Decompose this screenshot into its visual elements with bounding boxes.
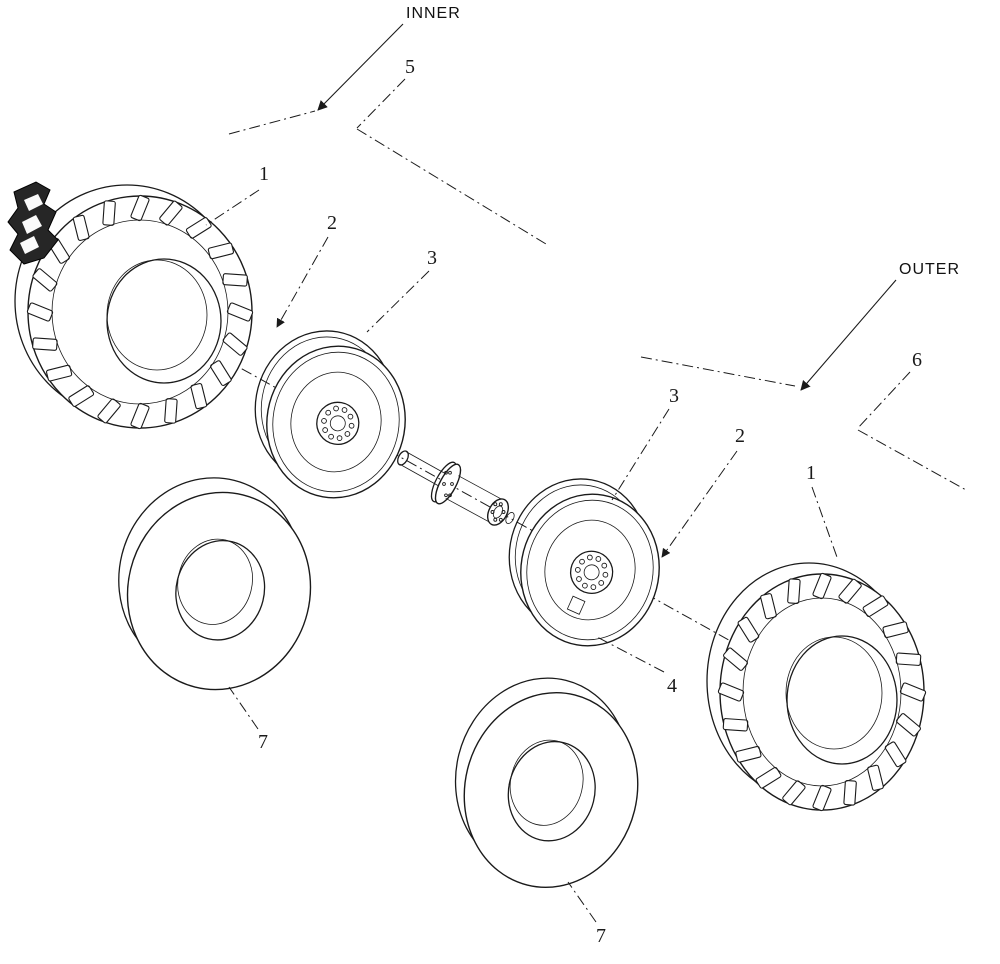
inner-rim-bolt-circle xyxy=(321,405,355,442)
callout-3-outer-rim-flange: 3 xyxy=(669,385,679,407)
inner-tire-part xyxy=(14,184,254,430)
tube-left-part xyxy=(118,477,312,691)
outer-tire-part xyxy=(706,562,927,812)
outer-rim-bolt-circle xyxy=(574,554,609,590)
leader-7-right xyxy=(567,881,597,923)
leader-5 xyxy=(356,78,406,129)
leader-3-outer xyxy=(611,408,670,501)
leader-1-inner xyxy=(205,189,260,226)
outer-tire-lugs xyxy=(717,572,927,812)
leader-lines xyxy=(205,23,967,923)
callout-2-outer-rim: 2 xyxy=(735,425,745,447)
inner-boundary-line-a xyxy=(228,110,316,135)
outer-group-arrow xyxy=(800,279,897,391)
axle-flange-bolts xyxy=(442,470,454,498)
valve-hole-detail xyxy=(566,595,586,615)
callout-5-inner-group: 5 xyxy=(405,56,415,78)
leader-4 xyxy=(596,636,665,673)
callout-7-tube-right: 7 xyxy=(596,925,606,947)
clamp-part xyxy=(7,181,59,265)
outer-boundary-line-a xyxy=(640,356,796,387)
outer-rim-part xyxy=(508,478,660,647)
callout-7-tube-left: 7 xyxy=(258,731,268,753)
leader-7-left xyxy=(228,686,259,730)
axle-end-bolts xyxy=(490,502,506,522)
inner-group-arrow xyxy=(317,23,404,111)
leader-6 xyxy=(856,371,911,430)
callout-4-outer-rim-lower: 4 xyxy=(667,675,677,697)
callout-2-inner-rim: 2 xyxy=(327,212,337,234)
leader-1-outer xyxy=(811,486,839,561)
leader-3-inner xyxy=(366,270,430,333)
inner-tire-lugs xyxy=(26,194,254,430)
axis-centerline xyxy=(94,286,859,713)
outer-group-label: OUTER xyxy=(899,261,960,278)
callout-1-inner-tire: 1 xyxy=(259,163,269,185)
leader-2-outer xyxy=(661,450,738,558)
callout-3-inner-rim-flange: 3 xyxy=(427,247,437,269)
inner-group-label: INNER xyxy=(406,5,461,22)
inner-rim-part xyxy=(254,330,406,499)
tube-right-part xyxy=(454,677,639,889)
inner-boundary-line-b xyxy=(356,128,547,245)
leader-2-inner xyxy=(276,236,329,328)
outer-boundary-line-b xyxy=(857,429,967,491)
callout-1-outer-tire: 1 xyxy=(806,462,816,484)
axle-hub-part xyxy=(397,450,515,526)
callout-6-outer-group: 6 xyxy=(912,349,922,371)
